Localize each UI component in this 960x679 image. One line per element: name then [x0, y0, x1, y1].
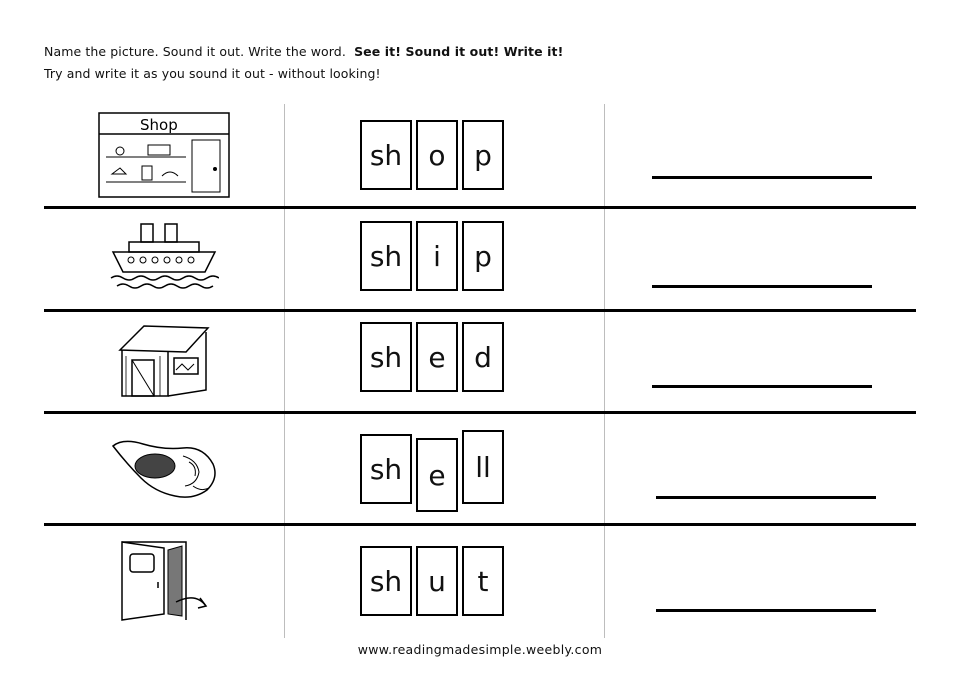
instruction-line-2: Try and write it as you sound it out - w… [44, 66, 381, 81]
row-separator [44, 309, 916, 312]
word-row-shell: sh e ll [44, 418, 916, 522]
phoneme-tiles: sh e ll [360, 430, 504, 512]
phoneme-tile: d [462, 322, 504, 392]
phoneme-tiles: sh i p [360, 221, 504, 291]
phoneme-tile: p [462, 221, 504, 291]
shop-icon: Shop [98, 112, 230, 198]
phoneme-tile: sh [360, 221, 412, 291]
answer-line[interactable] [652, 385, 872, 388]
phoneme-tile: o [416, 120, 458, 190]
shell-icon [111, 440, 216, 498]
phoneme-tiles: sh u t [360, 546, 504, 616]
row-separator [44, 523, 916, 526]
shop-picture: Shop [94, 112, 234, 198]
row-separator [44, 411, 916, 414]
column-divider [604, 104, 605, 638]
footer-url: www.readingmadesimple.weebly.com [357, 642, 603, 657]
phoneme-tile: t [462, 546, 504, 616]
phoneme-tile: u [416, 546, 458, 616]
phoneme-tile: e [416, 438, 458, 512]
phoneme-tile: sh [360, 546, 412, 616]
shed-picture [94, 320, 234, 400]
shell-picture [94, 432, 234, 502]
instruction-slogan: See it! Sound it out! Write it! [354, 44, 564, 59]
instruction-line-1: Name the picture. Sound it out. Write th… [44, 44, 563, 59]
instruction-text: Name the picture. Sound it out. Write th… [44, 44, 346, 59]
door-icon [121, 541, 208, 621]
row-separator [44, 206, 916, 209]
answer-line[interactable] [656, 496, 876, 499]
column-divider [284, 104, 285, 638]
answer-line[interactable] [656, 609, 876, 612]
door-picture [94, 538, 234, 622]
phoneme-tile: e [416, 322, 458, 392]
word-row-ship: sh i p [44, 212, 916, 308]
word-row-shop: Shop sh o p [44, 110, 916, 206]
shop-sign-text: Shop [140, 116, 178, 134]
ship-picture [94, 220, 234, 292]
word-row-shut: sh u t [44, 530, 916, 636]
word-row-shed: sh e d [44, 314, 916, 410]
phoneme-tile: sh [360, 322, 412, 392]
shed-icon [118, 325, 210, 397]
phoneme-tile: p [462, 120, 504, 190]
ship-icon [110, 223, 219, 289]
phoneme-tile: sh [360, 120, 412, 190]
answer-line[interactable] [652, 176, 872, 179]
answer-line[interactable] [652, 285, 872, 288]
phoneme-tile: sh [360, 434, 412, 504]
phoneme-tile: ll [462, 430, 504, 504]
phoneme-tiles: sh o p [360, 120, 504, 190]
phoneme-tiles: sh e d [360, 322, 504, 392]
phoneme-tile: i [416, 221, 458, 291]
